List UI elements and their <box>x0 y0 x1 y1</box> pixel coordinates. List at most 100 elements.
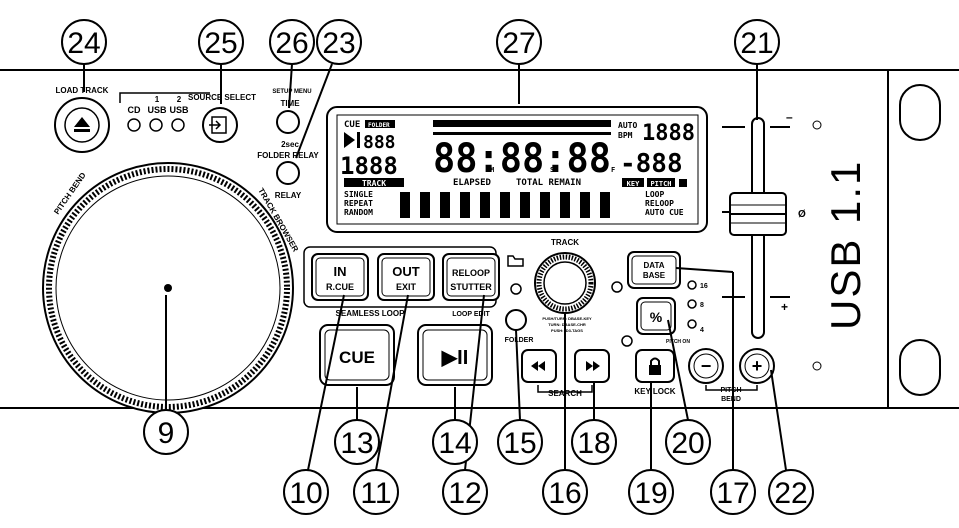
lcd-cue: CUE <box>344 120 360 130</box>
callout-circles <box>61 19 814 515</box>
fader-plus: + <box>781 300 788 314</box>
pitch-bend-plus-button[interactable] <box>739 348 775 384</box>
database-led <box>611 281 623 293</box>
callout-19: 19 <box>634 477 667 510</box>
lcd-bpm: BPM <box>618 131 633 140</box>
base-label: BASE <box>643 271 666 280</box>
play-pause-label: ▶II <box>441 347 469 369</box>
callout-22: 22 <box>774 477 807 510</box>
fader-minus: – <box>786 110 793 124</box>
in-button[interactable] <box>311 253 369 301</box>
range4-label: 4 <box>700 327 704 334</box>
lcd-bpm-val: 1888 <box>642 121 695 146</box>
lcd-pitch: PITCH <box>650 180 671 188</box>
lcd-lock-icon <box>679 179 687 187</box>
data-label: DATA <box>643 261 664 270</box>
callout-numbers: 24 25 26 23 27 21 9 10 11 12 13 14 15 16… <box>67 27 807 510</box>
reloop-label: RELOOP <box>452 268 490 278</box>
pitch-range-button[interactable] <box>636 297 676 335</box>
cue-label: CUE <box>339 348 375 367</box>
seamless-loop-label: SEAMLESS LOOP <box>336 309 406 318</box>
callout-10: 10 <box>289 477 322 510</box>
search-back-button[interactable] <box>521 349 557 383</box>
push-label: PUSH: ID3-TAGS <box>551 328 583 333</box>
lcd-elapsed: ELAPSED <box>453 178 492 188</box>
track-knob[interactable] <box>534 252 596 314</box>
callout-15: 15 <box>503 427 536 460</box>
folder-button[interactable] <box>505 309 527 331</box>
lcd-progress-arrows <box>433 120 611 127</box>
lcd-play-888: 888 <box>363 132 396 153</box>
usb1-num: 1 <box>155 95 160 104</box>
stutter-label: STUTTER <box>450 282 492 292</box>
callout-18: 18 <box>577 427 610 460</box>
source-select-label: SOURCE SELECT <box>188 93 256 102</box>
two-sec-label: 2sec <box>281 140 299 149</box>
lcd-loop: LOOP <box>645 190 664 199</box>
usb1-label: USB <box>147 105 167 115</box>
cd-label: CD <box>128 105 141 115</box>
pitch-bend-minus-button[interactable] <box>688 348 724 384</box>
in-label: IN <box>334 264 347 279</box>
pitch-fader[interactable] <box>722 117 790 339</box>
source-select-button[interactable] <box>202 107 238 143</box>
track-label: TRACK <box>551 238 579 247</box>
lcd-time: 88:88:88 <box>433 136 611 182</box>
callout-26: 26 <box>275 27 308 60</box>
lcd-track-num: 1888 <box>340 152 398 180</box>
lcd-total-remain: TOTAL REMAIN <box>516 178 581 188</box>
search-forward-button[interactable] <box>574 349 610 383</box>
lcd-random: RANDOM <box>344 208 373 217</box>
minus-label: − <box>701 356 712 376</box>
callout-21: 21 <box>740 27 773 60</box>
setup-menu-label: SETUP MENU <box>272 89 311 95</box>
callout-9: 9 <box>158 417 175 450</box>
database-button[interactable] <box>627 251 681 289</box>
callout-leaders <box>83 63 787 471</box>
turn-label: TURN: DBASE-CHR <box>548 322 586 327</box>
lcd-auto-cue: AUTO CUE <box>645 208 684 217</box>
range16-led <box>687 280 697 290</box>
range8-label: 8 <box>700 302 704 309</box>
folder-label: FOLDER <box>505 337 534 344</box>
jog-wheel[interactable] <box>42 162 294 414</box>
out-button[interactable] <box>377 253 435 301</box>
lcd-f: F <box>611 166 615 174</box>
cue-button[interactable] <box>319 324 395 386</box>
time-button[interactable] <box>276 110 300 134</box>
callout-23: 23 <box>322 27 355 60</box>
lcd-key-tag <box>622 178 644 187</box>
key-lock-button[interactable] <box>635 349 675 383</box>
lcd-reloop: RELOOP <box>645 199 674 208</box>
lcd-auto: AUTO <box>618 121 637 130</box>
reloop-button[interactable] <box>442 253 500 301</box>
lcd-s: S <box>550 166 554 174</box>
lcd-level-meter <box>400 192 610 218</box>
keylock-led <box>621 335 633 347</box>
callout-12: 12 <box>448 477 481 510</box>
play-pause-button[interactable] <box>417 324 493 386</box>
lcd-track-tag <box>344 178 404 187</box>
callout-17: 17 <box>716 477 749 510</box>
folder-relay-button[interactable] <box>276 161 300 185</box>
range8-led <box>687 299 697 309</box>
fader-screw-top <box>812 120 822 130</box>
plus-label: + <box>752 356 763 376</box>
push-turn-label: PUSH/TURN: DBASE-KEY <box>542 316 592 321</box>
fader-zero: Ø <box>798 209 806 220</box>
range16-label: 16 <box>700 283 708 290</box>
pitch-on-label: PITCH ON <box>666 339 690 345</box>
usb2-label: USB <box>169 105 189 115</box>
time-label: TIME <box>280 99 300 108</box>
out-label: OUT <box>392 264 420 279</box>
lcd-m: M <box>490 166 494 174</box>
folder-icon <box>507 255 524 267</box>
range4-led <box>687 319 697 329</box>
source-select-group <box>119 92 210 132</box>
callout-16: 16 <box>548 477 581 510</box>
loop-edit-label: LOOP EDIT <box>452 311 490 318</box>
folder-led <box>510 283 522 295</box>
key-lock-label: KEY LOCK <box>634 387 675 396</box>
load-track-button[interactable] <box>54 97 110 153</box>
